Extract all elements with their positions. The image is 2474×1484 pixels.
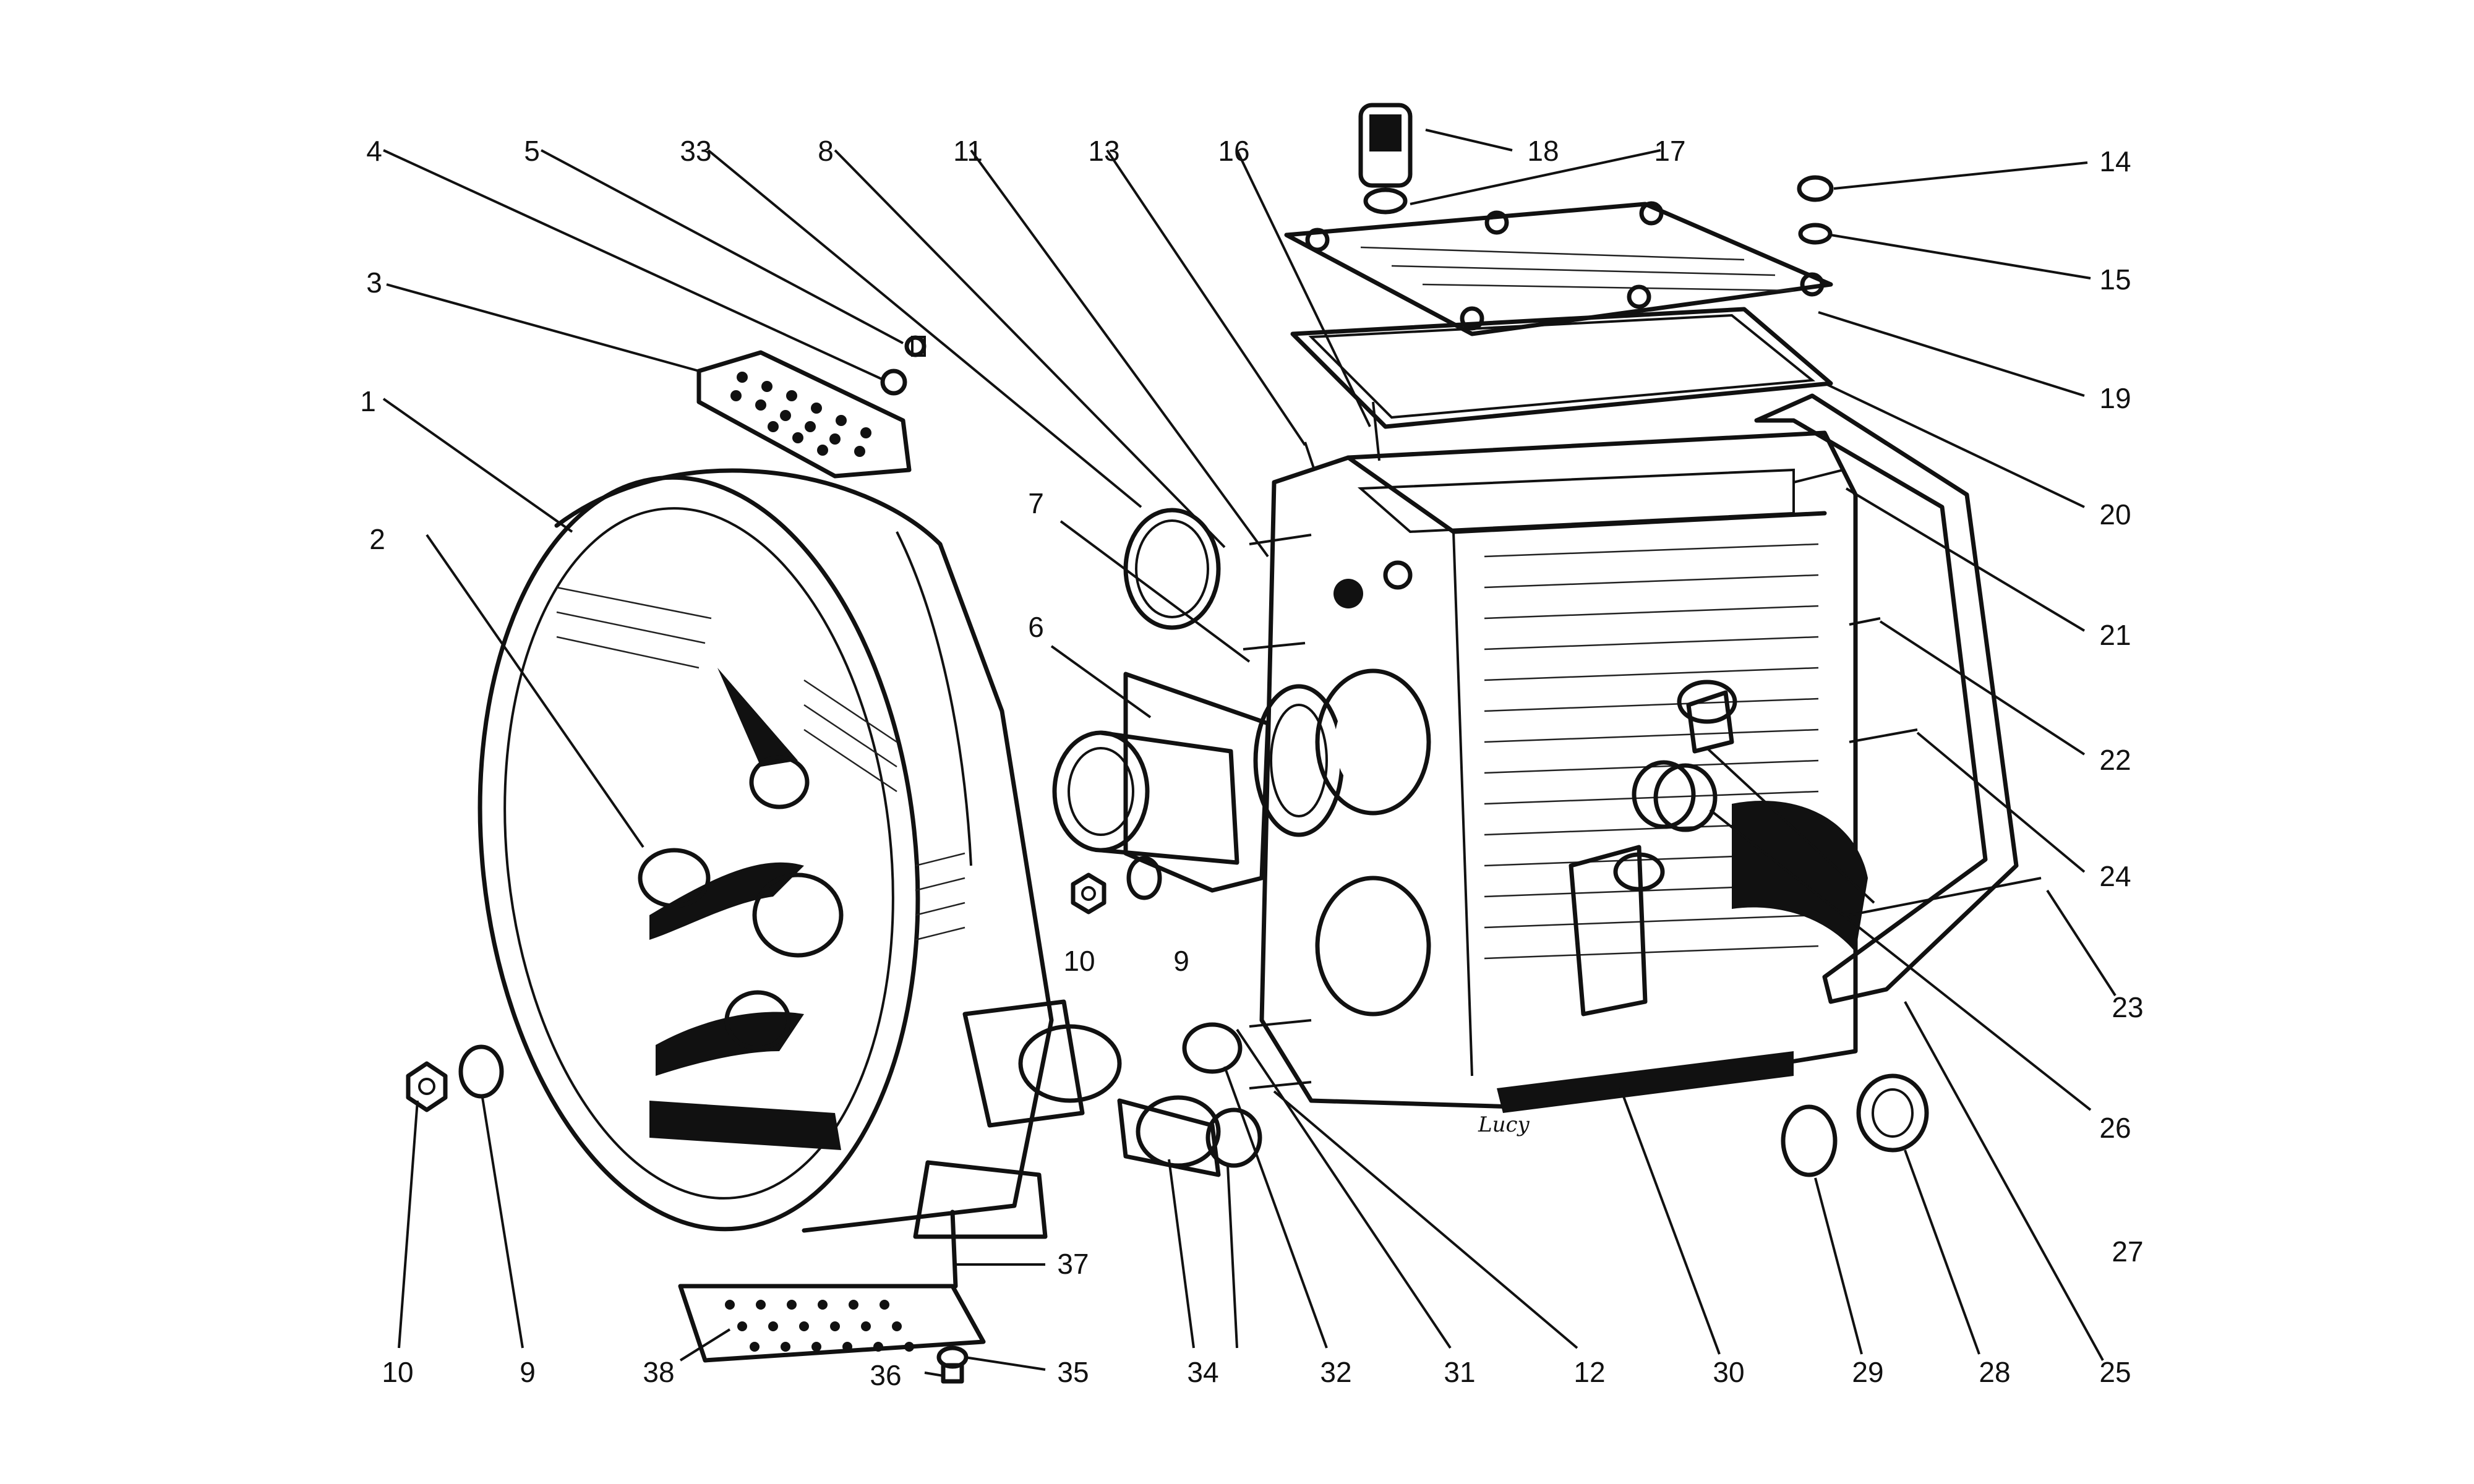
callout-38: 38 — [643, 1356, 674, 1388]
callout-2: 2 — [369, 523, 385, 555]
callout-6: 6 — [1028, 611, 1044, 643]
artist-signature: Lucy — [1478, 1112, 1530, 1137]
callout-3: 3 — [366, 267, 382, 299]
gearbox-illustration: Lucy — [406, 103, 2042, 1384]
callout-20: 20 — [2099, 498, 2131, 531]
callout-10a: 10 — [1063, 945, 1095, 977]
studs — [1243, 401, 2042, 1090]
callout-9b: 9 — [520, 1356, 536, 1388]
callout-18: 18 — [1527, 135, 1559, 167]
leader-lines — [382, 129, 2117, 1377]
callout-30: 30 — [1713, 1356, 1744, 1388]
callout-1: 1 — [360, 385, 376, 417]
callout-5: 5 — [524, 135, 540, 167]
side-gasket — [1754, 393, 2019, 1004]
bellhousing — [477, 468, 1122, 1239]
input-shaft-cover — [1052, 672, 1345, 893]
callout-4: 4 — [366, 135, 382, 167]
callout-26: 26 — [2099, 1112, 2131, 1144]
callout-10b: 10 — [382, 1356, 413, 1388]
callout-19: 19 — [2099, 382, 2131, 414]
callout-29: 29 — [1852, 1356, 1883, 1388]
callout-23: 23 — [2112, 991, 2143, 1023]
inspection-cover — [696, 350, 912, 479]
callout-36: 36 — [870, 1359, 901, 1391]
callout-31: 31 — [1444, 1356, 1475, 1388]
callout-37: 37 — [1057, 1248, 1089, 1280]
callout-13: 13 — [1088, 135, 1119, 167]
callout-16: 16 — [1218, 135, 1249, 167]
callout-35: 35 — [1057, 1356, 1089, 1388]
callout-27: 27 — [2112, 1235, 2143, 1268]
callout-24: 24 — [2099, 860, 2131, 892]
cover-screw — [880, 335, 927, 396]
callout-8: 8 — [818, 135, 834, 167]
callout-12: 12 — [1573, 1356, 1605, 1388]
callout-32: 32 — [1320, 1356, 1351, 1388]
callout-14: 14 — [2099, 145, 2131, 177]
callout-33: 33 — [680, 135, 711, 167]
callout-11: 11 — [953, 135, 983, 167]
callout-22: 22 — [2099, 744, 2131, 776]
callout-17: 17 — [1654, 135, 1685, 167]
gearbox-case — [1259, 430, 1868, 1113]
callout-7: 7 — [1028, 487, 1044, 519]
cover-nut-washer — [1797, 175, 1834, 245]
callout-21: 21 — [2099, 619, 2131, 651]
callout-15: 15 — [2099, 263, 2131, 296]
callout-9a: 9 — [1173, 945, 1189, 977]
callout-28: 28 — [1979, 1356, 2010, 1388]
loose-parts — [406, 760, 1929, 1384]
callout-34: 34 — [1187, 1356, 1218, 1388]
callout-numbers: 1 2 3 4 5 6 7 8 9 9 10 10 11 12 13 14 15… — [360, 135, 2143, 1391]
callout-25: 25 — [2099, 1356, 2131, 1388]
